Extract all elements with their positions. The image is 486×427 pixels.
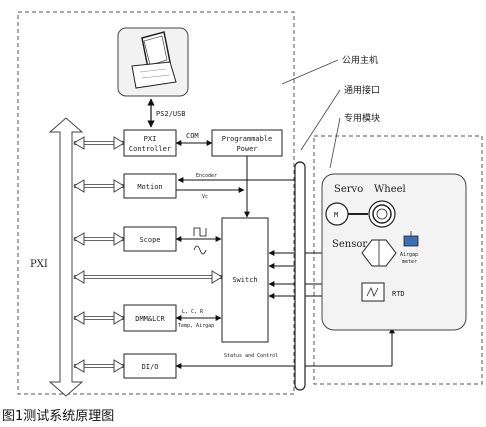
figure-caption: 图1测试系统原理图 bbox=[2, 409, 115, 424]
scope-label: Scope bbox=[139, 236, 160, 244]
pxi-controller-box bbox=[123, 129, 177, 157]
bus-leader bbox=[300, 89, 341, 151]
host-leader bbox=[281, 59, 339, 85]
airgap-meter-icon bbox=[403, 235, 419, 247]
dio-label: DI/O bbox=[142, 363, 159, 371]
vc-label: Vc bbox=[202, 194, 208, 200]
pxi-controller-label-1: PXI bbox=[144, 135, 157, 143]
airgap-label-2: meter bbox=[402, 259, 417, 265]
pxi-bus bbox=[48, 117, 84, 397]
prog-power-box bbox=[211, 129, 283, 157]
lcr-label: L, C, R bbox=[182, 309, 204, 315]
pxi-bus-label: PXI bbox=[30, 259, 48, 270]
encoder-label: Encoder bbox=[196, 173, 217, 179]
airgap-label-1: Airgap bbox=[400, 252, 418, 258]
cable-bundle bbox=[294, 161, 306, 391]
host-callout: 公用主机 bbox=[342, 54, 378, 66]
motor-label: M bbox=[334, 211, 338, 219]
switch-box bbox=[221, 217, 269, 343]
sine-wave-icon bbox=[193, 245, 207, 255]
com-label: COM bbox=[186, 132, 199, 140]
dedicated-callout: 专用模块 bbox=[344, 112, 380, 124]
servo-label: Servo bbox=[334, 184, 363, 195]
dmm-box bbox=[123, 304, 177, 332]
rtd-icon bbox=[361, 282, 385, 302]
switch-label: Switch bbox=[232, 276, 257, 284]
dedicated-region bbox=[313, 135, 483, 385]
dmm-label: DMM&LCR bbox=[135, 315, 165, 323]
scope-box bbox=[123, 226, 177, 252]
wheel-label: Wheel bbox=[374, 184, 406, 195]
motion-box bbox=[123, 173, 177, 199]
prog-power-label-2: Power bbox=[236, 145, 257, 153]
motion-label: Motion bbox=[137, 183, 162, 191]
ps2-usb-label: PS2/USB bbox=[156, 110, 186, 118]
sensor-label: Sensor bbox=[332, 239, 367, 250]
pxi-controller-label-2: Controller bbox=[129, 145, 171, 153]
status-label: Status and Control bbox=[224, 353, 278, 359]
dedicated-leader bbox=[329, 117, 341, 169]
computer-icon bbox=[117, 27, 189, 97]
rtd-label: RTD bbox=[392, 290, 405, 298]
dio-box bbox=[123, 353, 177, 379]
temp-label: Temp, Airgap bbox=[178, 323, 214, 329]
bus-connectors bbox=[73, 136, 223, 373]
prog-power-label-1: Programmable bbox=[222, 135, 273, 143]
bus-callout: 通用接口 bbox=[344, 84, 380, 96]
square-wave-icon bbox=[193, 227, 207, 237]
